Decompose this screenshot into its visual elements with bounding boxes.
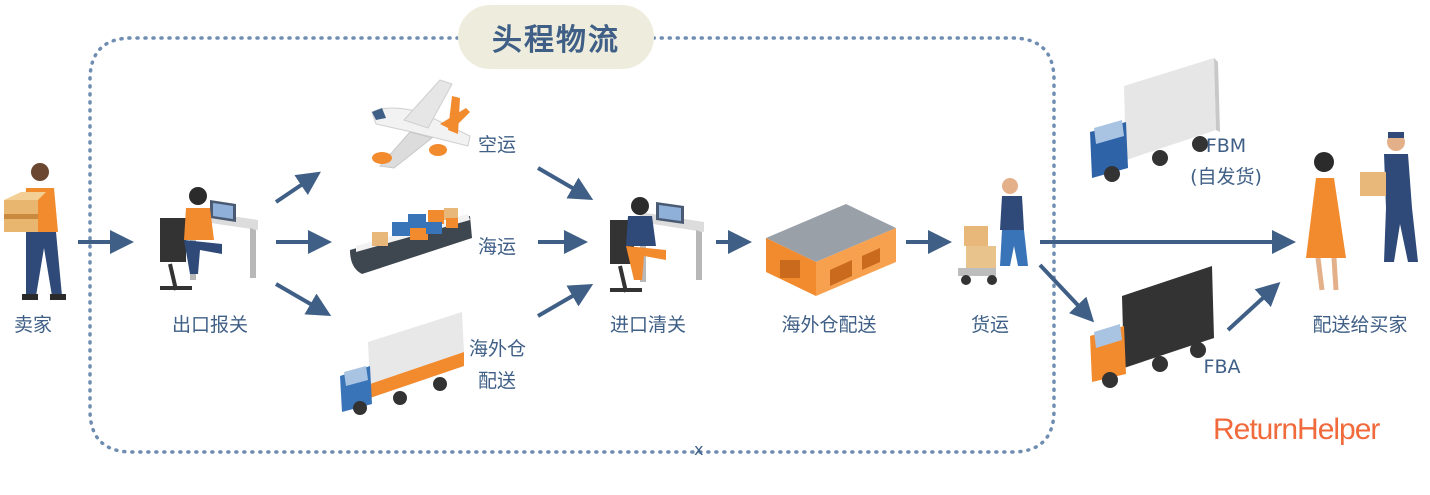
- fba-truck-illustration: [1090, 266, 1214, 388]
- arrow-export-to-air: [274, 171, 321, 204]
- arrow-air-to-import: [536, 166, 594, 201]
- first-leg-title: 头程物流: [458, 5, 654, 69]
- freight-illustration: [958, 178, 1028, 285]
- label-export-customs: 出口报关: [171, 314, 249, 336]
- arrow-freight-to-fba: [1038, 263, 1095, 323]
- label-fbm-self: (自发货): [1190, 166, 1262, 188]
- label-overseas-line1: 海外仓: [469, 338, 527, 360]
- label-fbm: FBM: [1205, 135, 1247, 157]
- delivery-truck-left-illustration: [340, 312, 464, 415]
- returnhelper-logo: ReturnHelper: [1213, 413, 1380, 446]
- label-fba: FBA: [1203, 356, 1241, 378]
- label-sea: 海运: [478, 236, 517, 258]
- label-air: 空运: [478, 134, 517, 156]
- airplane-illustration: [371, 79, 471, 169]
- seller-illustration: [4, 163, 66, 300]
- label-overseas-line2: 配送: [478, 370, 517, 392]
- title-text: 头程物流: [492, 23, 620, 58]
- bottom-mark: x: [694, 440, 704, 459]
- label-import-customs: 进口清关: [609, 314, 687, 336]
- label-freight: 货运: [970, 314, 1010, 336]
- label-seller: 卖家: [13, 314, 53, 336]
- export-customs-illustration: [160, 187, 258, 291]
- ship-illustration: [350, 208, 472, 274]
- first-leg-boundary: [88, 36, 1056, 454]
- label-warehouse-delivery: 海外仓配送: [781, 314, 877, 336]
- arrow-fba-to-buyer: [1226, 281, 1281, 332]
- arrow-export-to-overseas: [274, 282, 332, 317]
- warehouse-illustration: [766, 204, 896, 296]
- arrow-overseas-to-import: [536, 283, 594, 318]
- label-buyer: 配送给买家: [1312, 314, 1408, 336]
- import-customs-illustration: [610, 197, 704, 293]
- buyer-illustration: [1306, 132, 1418, 291]
- fbm-truck-illustration: [1090, 58, 1220, 182]
